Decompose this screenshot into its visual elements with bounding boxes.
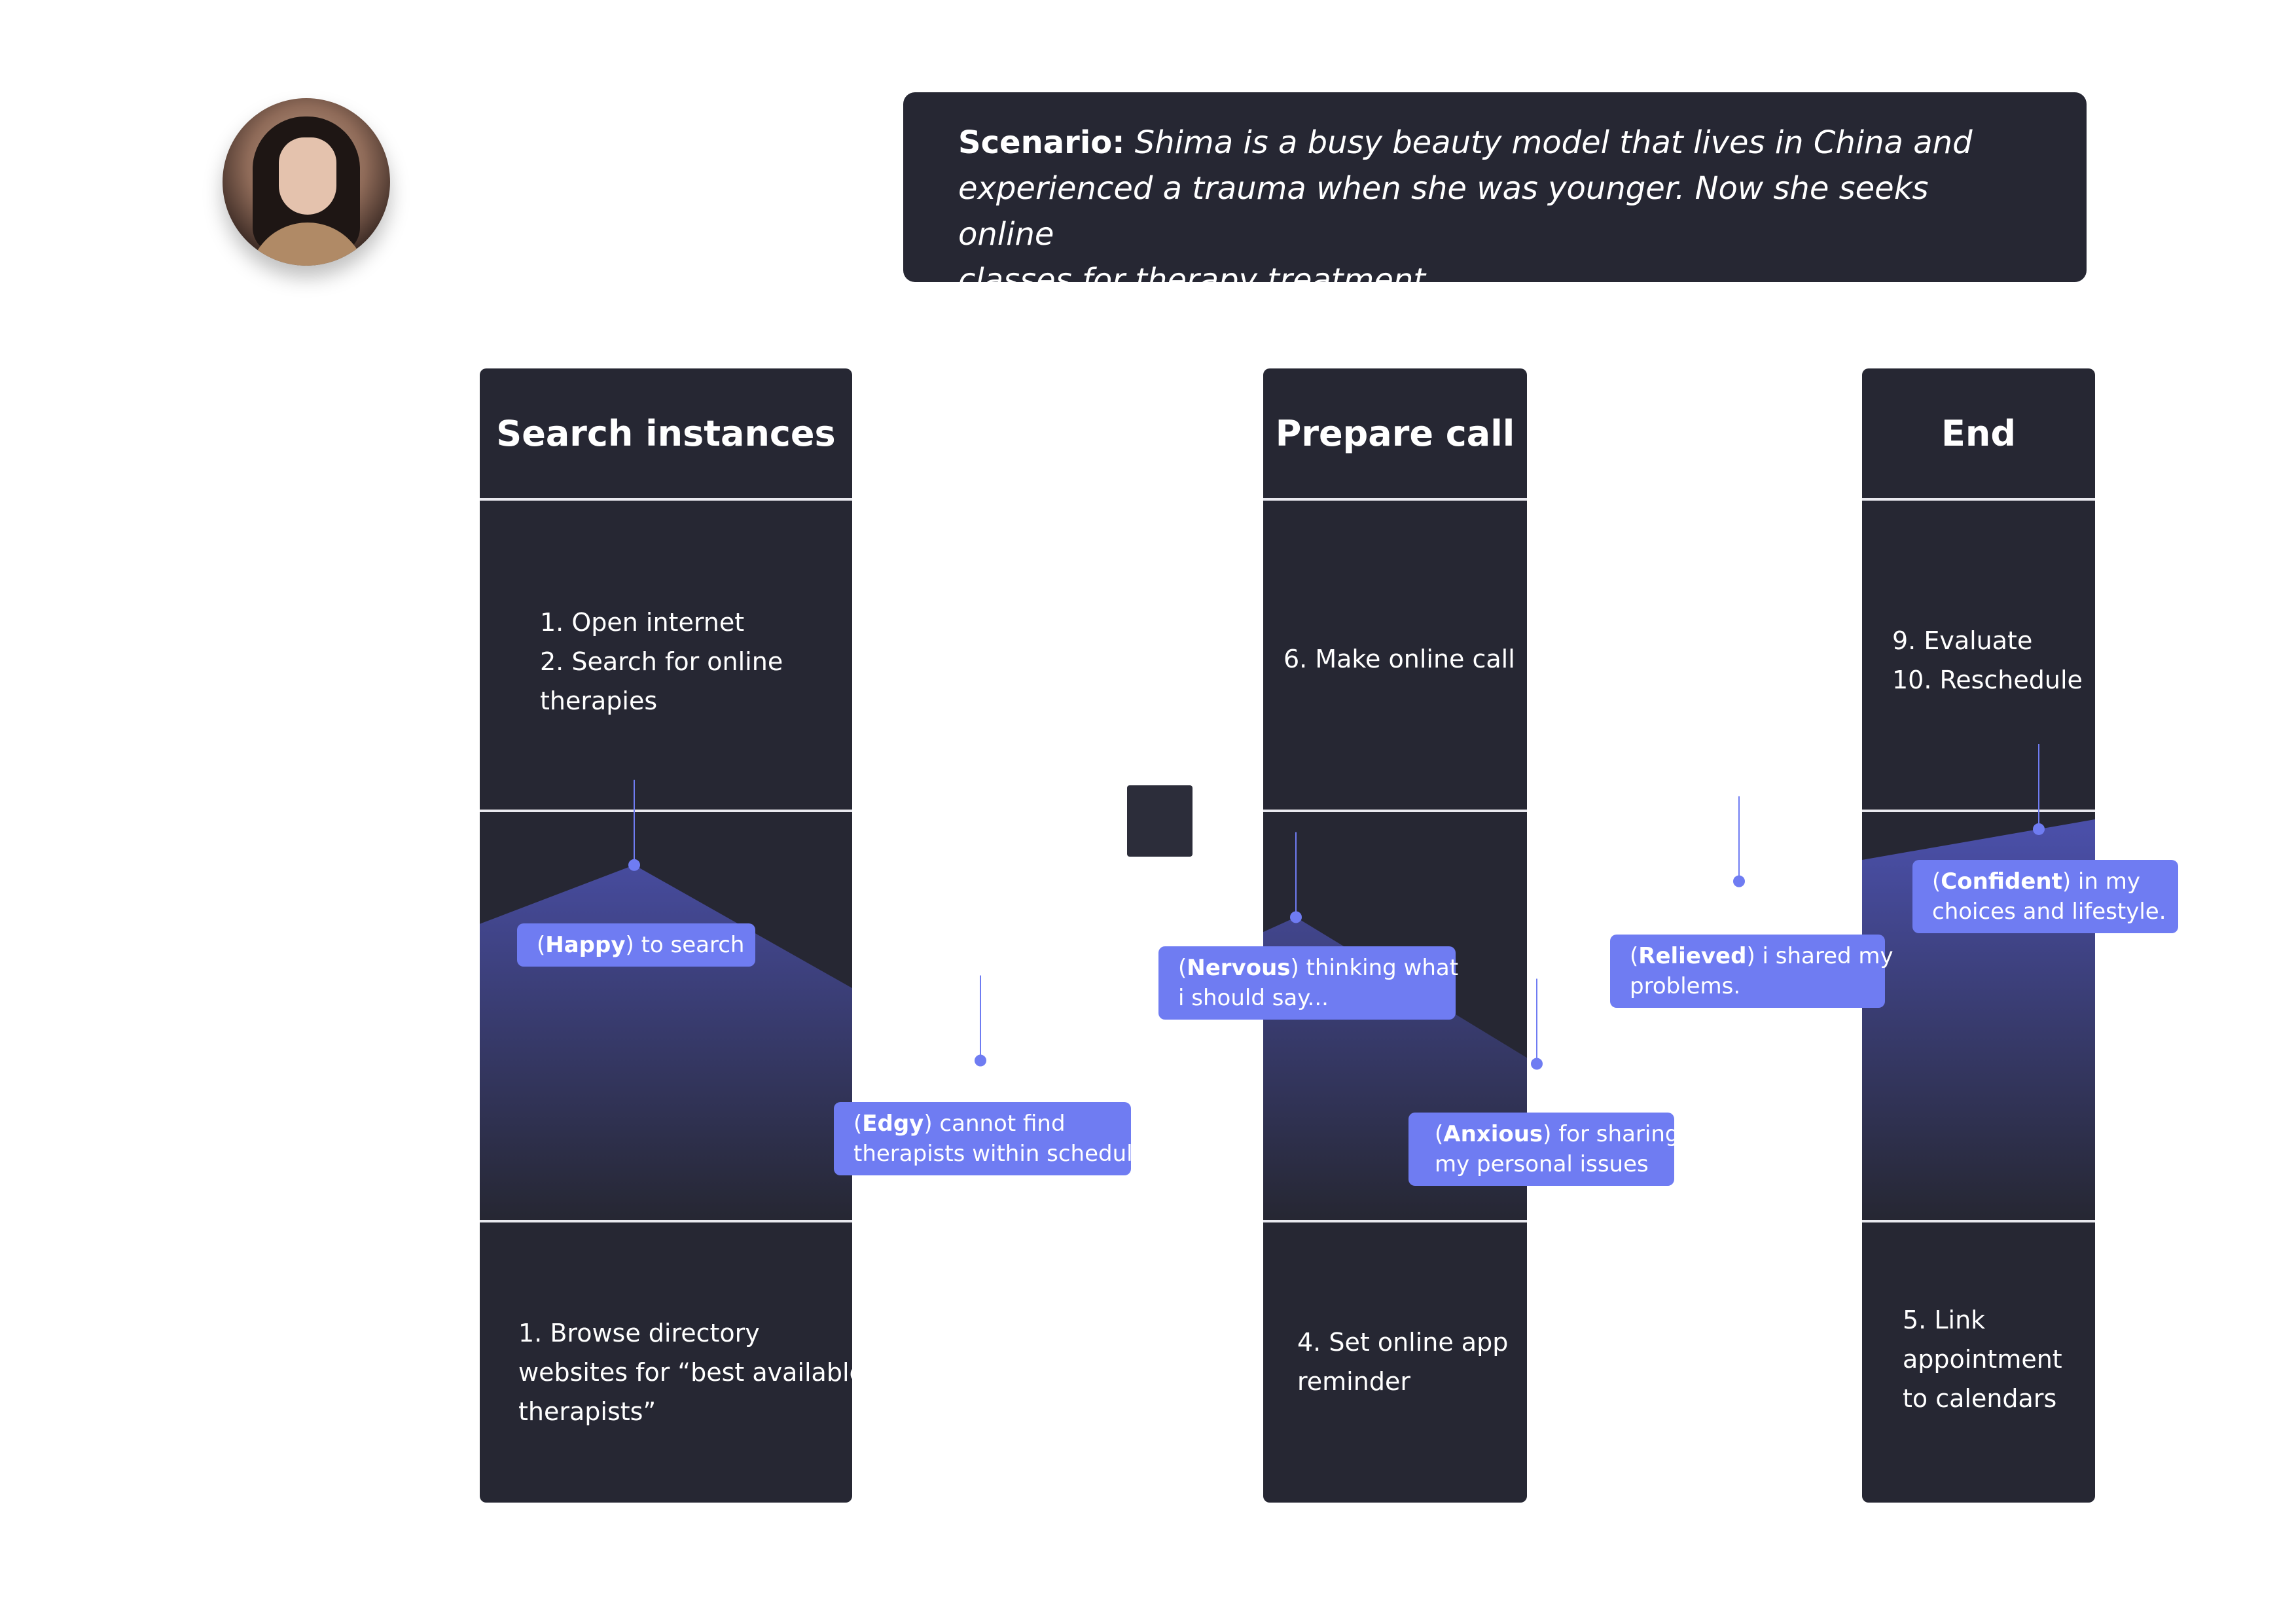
emotion-label: (Happy) to search — [517, 923, 755, 967]
stage-tools: 1. Browse directory websites for “best a… — [518, 1319, 852, 1426]
scenario-label: Scenario: — [958, 124, 1125, 161]
emotion-point — [1531, 1058, 1543, 1070]
emotion-point — [975, 1054, 986, 1067]
stage-title: Prepare call — [1275, 412, 1515, 454]
scenario-box: Scenario: Shima is a busy beauty model t… — [903, 92, 2087, 298]
emotion-point — [2033, 823, 2045, 835]
stage-title: End — [1941, 412, 2016, 454]
emotion-point — [628, 859, 640, 871]
emotion-label: (Anxious) for sharing my personal issues — [1408, 1113, 1679, 1186]
decorative-square — [1127, 785, 1193, 857]
emotion-label: (Relieved) i shared my problems. — [1610, 935, 1893, 1008]
stage-actions: 9. Evaluate 10. Reschedule — [1892, 626, 2083, 694]
emotion-point — [1290, 911, 1302, 923]
stage-actions: 6. Make online call — [1283, 645, 1515, 673]
persona-avatar — [223, 98, 390, 266]
emotion-point — [1733, 875, 1745, 887]
scenario-line: classes for therapy treatment. — [958, 262, 1436, 298]
stage-tools: 4. Set online app reminder — [1297, 1328, 1509, 1396]
scenario-line: experienced a trauma when she was younge… — [958, 170, 1929, 253]
stage-actions: 1. Open internet 2. Search for online th… — [540, 608, 783, 715]
scenario-line: Shima is a busy beauty model that lives … — [1134, 124, 1973, 161]
stage-title: Search instances — [496, 412, 836, 454]
stage-tools: 5. Link appointment to calendars — [1903, 1306, 2062, 1413]
emotion-label: (Nervous) thinking what i should say... — [1158, 946, 1458, 1020]
emotion-label: (Edgy) cannot find therapists within sch… — [834, 1102, 1147, 1175]
emotion-label: (Confident) in my choices and lifestyle. — [1912, 860, 2178, 933]
